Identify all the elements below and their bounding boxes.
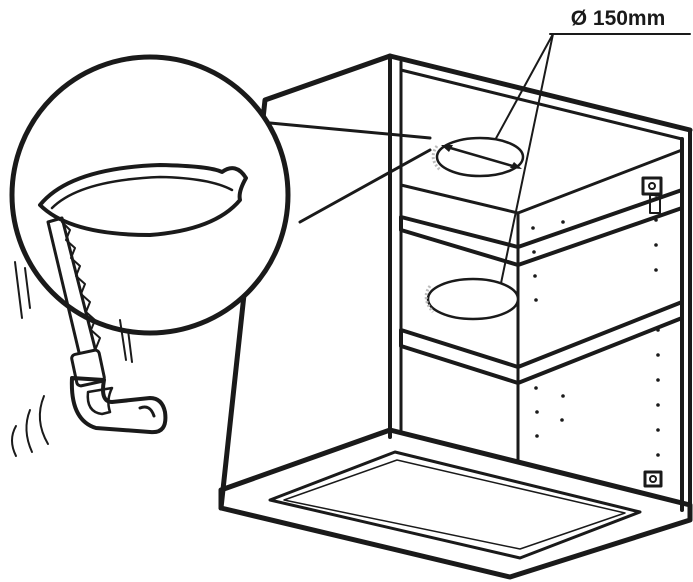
jigsaw-icon [11, 216, 168, 457]
top-panel-hole [431, 136, 525, 178]
detail-callout [9, 54, 432, 336]
hinge-top-icon [641, 176, 663, 214]
hinge-bottom-icon [643, 470, 663, 488]
cabinet [218, 53, 693, 580]
shelf-hole [424, 277, 520, 321]
diameter-label: Ø 150mm [570, 7, 666, 30]
